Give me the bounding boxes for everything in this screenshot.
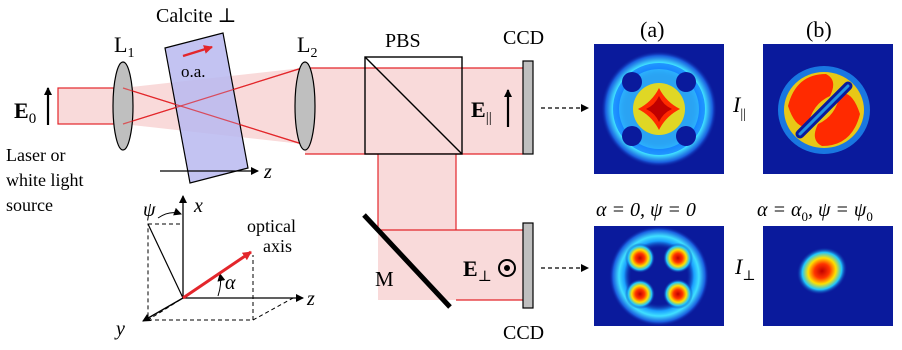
source-line-2: white light: [6, 170, 84, 190]
optical-axis-line-2: axis: [263, 236, 292, 256]
label-ccd-bottom: CCD: [503, 322, 544, 344]
label-oa: o.a.: [181, 62, 206, 81]
label-psi: ψ: [143, 199, 156, 221]
ccd-top: [522, 60, 534, 155]
label-e0: E0: [14, 87, 52, 127]
label-e-perp: E⊥: [463, 256, 516, 285]
label-e-parallel: E||: [471, 89, 512, 127]
label-axis-y: y: [114, 318, 125, 340]
label-panel-a: (a): [640, 17, 664, 42]
mirror: [362, 213, 452, 309]
label-i-perp: I⊥: [734, 254, 756, 284]
label-axis-z: z: [306, 288, 315, 310]
calcite-crystal: [164, 32, 249, 184]
label-z-beam: z: [263, 161, 272, 183]
label-pbs: PBS: [385, 30, 421, 52]
pattern-b-parallel: [763, 44, 893, 174]
label-condition-a: α = 0, ψ = 0: [596, 199, 696, 221]
svg-text:E⊥: E⊥: [463, 256, 492, 285]
label-mirror: M: [375, 267, 394, 291]
label-axis-x: x: [193, 195, 203, 217]
ccd-bottom: [522, 222, 534, 309]
svg-text:E0: E0: [14, 98, 36, 127]
optical-axis-line-1: optical: [247, 216, 296, 236]
label-l2: L2: [297, 32, 317, 61]
label-panel-b: (b): [806, 17, 832, 42]
source-line-1: Laser or: [6, 145, 65, 165]
optical-axis-vector: [182, 250, 252, 300]
coordinate-system: [142, 195, 304, 322]
pattern-a-perp: [594, 226, 724, 326]
label-ccd-top: CCD: [503, 27, 544, 49]
source-line-3: source: [6, 195, 53, 215]
label-condition-b: α = α0, ψ = ψ0: [757, 199, 873, 224]
polarizing-beam-splitter: [364, 56, 463, 155]
label-calcite: Calcite ⊥: [156, 5, 236, 27]
lens-l1: [112, 61, 134, 151]
lens-l2: [294, 61, 316, 151]
svg-text:E||: E||: [471, 97, 492, 126]
optical-axis-arrow: [182, 45, 213, 58]
label-l1: L1: [114, 32, 134, 61]
pattern-a-parallel: [594, 44, 724, 174]
label-i-parallel: I||: [732, 92, 746, 122]
pattern-b-perp: [763, 226, 893, 326]
label-alpha: α: [225, 272, 236, 294]
